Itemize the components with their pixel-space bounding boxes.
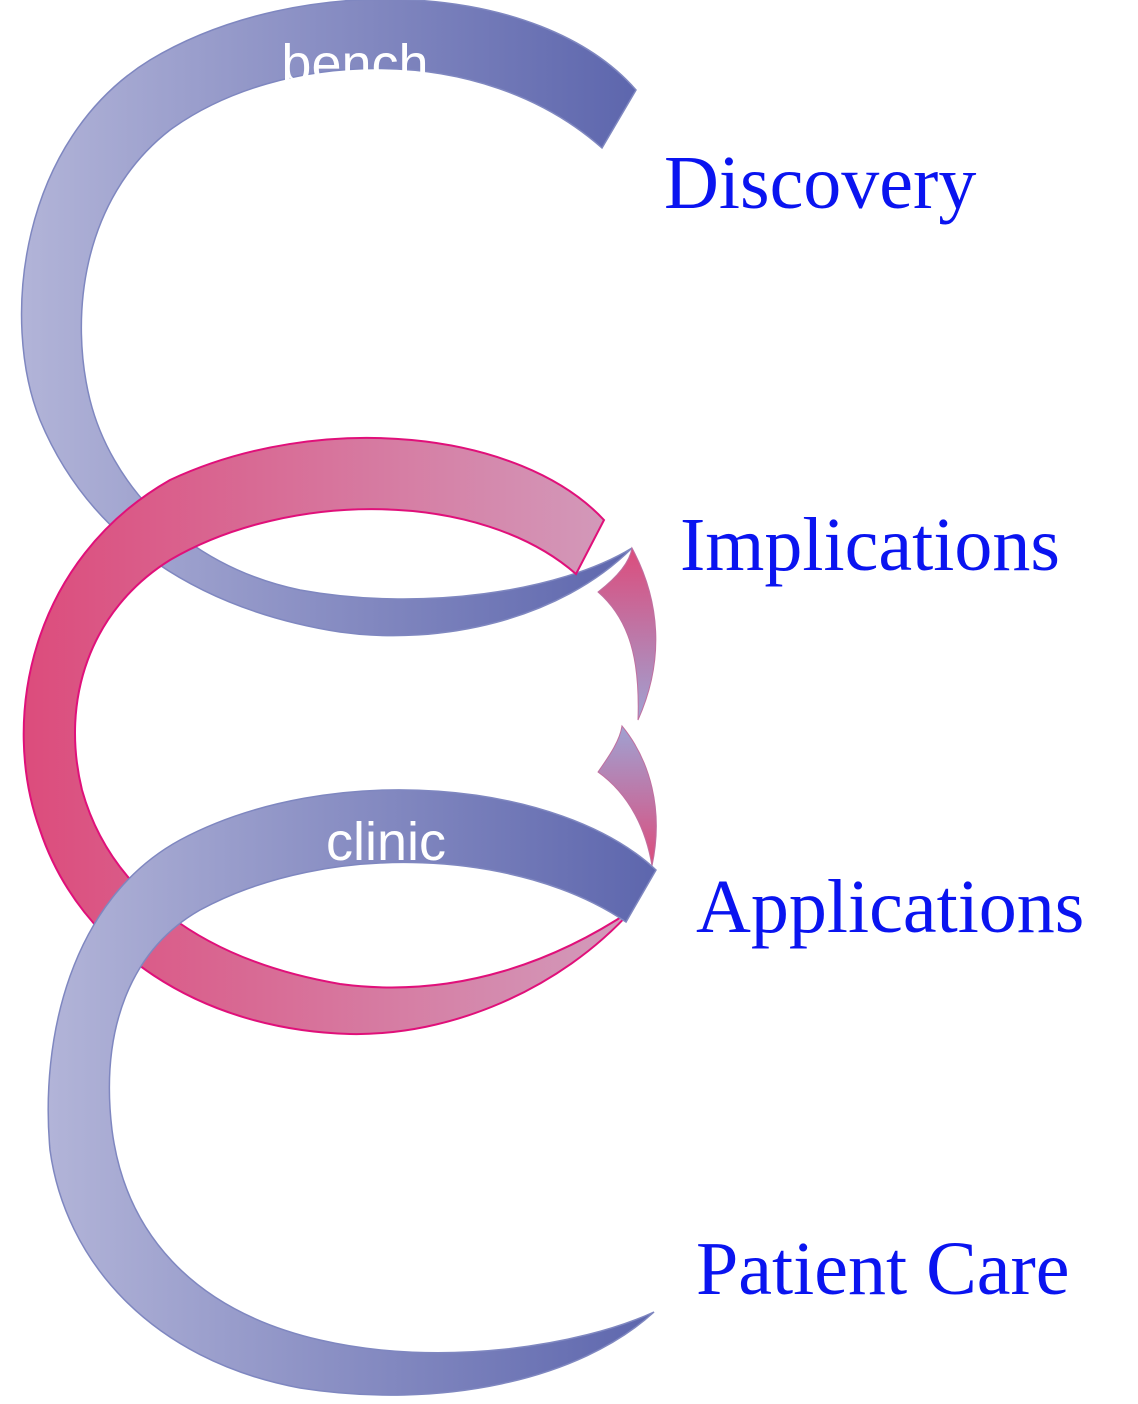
connector-twist-top	[598, 548, 656, 720]
clinic-band	[48, 790, 656, 1395]
stage-applications: Applications	[696, 865, 1084, 949]
stage-patient-care: Patient Care	[696, 1227, 1070, 1311]
stage-implications: Implications	[680, 503, 1060, 587]
clinic-label: clinic	[326, 812, 446, 872]
stage-discovery: Discovery	[664, 141, 976, 225]
bench-label: bench	[281, 34, 428, 94]
